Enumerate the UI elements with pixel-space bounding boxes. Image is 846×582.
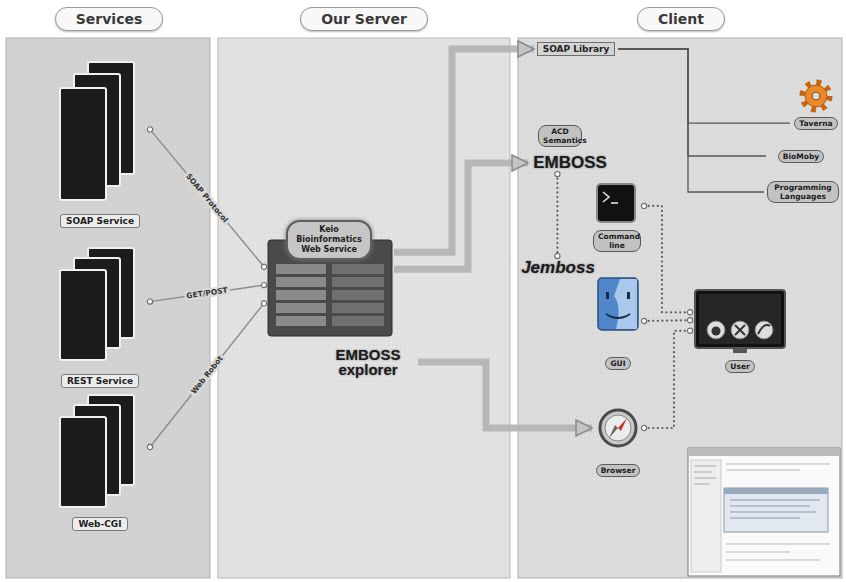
node-label: REST Service <box>61 374 139 388</box>
service-icon: REST Service <box>50 244 150 388</box>
monitor-icon <box>695 290 785 353</box>
node-label: GUI <box>605 357 630 370</box>
gear-icon <box>803 83 829 109</box>
tool-pill: Programming Languages <box>764 176 842 208</box>
node-label: EMBOSS <box>533 153 607 173</box>
terminal-icon <box>597 184 635 222</box>
logo-text: Jemboss <box>519 256 597 280</box>
node-label: Taverna <box>794 117 837 130</box>
column-heading: Services <box>55 7 164 31</box>
dotted-link <box>644 331 690 428</box>
client-icon: GUI <box>592 272 644 370</box>
service-icon: Web-CGI <box>50 391 150 531</box>
logo-text: EMBOSS explorer <box>318 342 418 382</box>
connector-line <box>150 285 264 302</box>
node-label: SOAP Library <box>537 42 616 56</box>
screenshot-thumbnail <box>688 448 840 576</box>
node-label: BioMoby <box>778 150 824 163</box>
server-stack-icon <box>60 62 134 507</box>
panel-grounds <box>6 38 842 578</box>
flow-arrow <box>394 163 528 269</box>
column-panel: Our ServerKeio Bioinformatics Web Servic… <box>216 0 512 582</box>
node-label: User <box>725 360 754 373</box>
tool-pill: BioMoby <box>766 147 836 165</box>
node-label: SOAP Service <box>60 214 140 228</box>
flow-arrow <box>394 49 534 252</box>
dotted-link <box>644 319 690 322</box>
node-label: Jemboss <box>521 258 595 278</box>
dotted-link <box>644 206 690 312</box>
logo-text: EMBOSS <box>528 152 612 174</box>
connector-line <box>618 49 766 156</box>
flow-arrow <box>418 362 592 428</box>
column-heading: Client <box>637 7 725 31</box>
dotted-link <box>556 174 558 256</box>
semantics-pill: ACD Semantics <box>534 122 586 150</box>
connector-line <box>150 129 264 266</box>
library-box: SOAP Library <box>534 40 618 58</box>
column-panel: ClientSOAP LibraryTavernaBioMobyProgramm… <box>516 0 846 582</box>
user-icon: User <box>690 285 790 373</box>
node-label: Web-CGI <box>72 517 127 531</box>
connector-line <box>150 303 264 447</box>
compass-icon <box>600 410 636 446</box>
web-service-box: Keio Bioinformatics Web Service <box>264 218 394 340</box>
connector-line <box>618 49 764 192</box>
client-icon: Browser <box>592 405 644 477</box>
connector-line <box>618 49 790 123</box>
node-label: ACD Semantics <box>538 125 582 147</box>
node-label: Command line <box>593 230 641 252</box>
node-label: Programming Languages <box>767 181 839 203</box>
finder-icon <box>598 278 638 330</box>
node-label: Browser <box>596 464 641 477</box>
node-label: EMBOSS explorer <box>320 347 416 377</box>
service-icon: SOAP Service <box>50 58 150 228</box>
tool-icon: Taverna <box>790 78 842 130</box>
node-label: Keio Bioinformatics Web Service <box>286 220 372 260</box>
column-panel: ServicesSOAP ServiceREST ServiceWeb-CGI <box>6 0 212 582</box>
client-icon: Command line <box>590 180 644 252</box>
column-heading: Our Server <box>300 7 428 31</box>
